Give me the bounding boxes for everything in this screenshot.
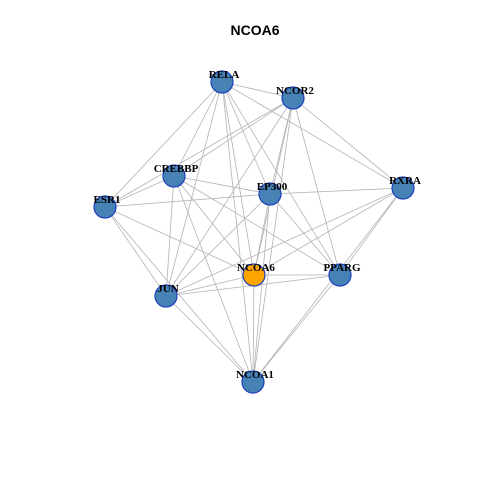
edge-rela-ncoa6 [221, 81, 255, 276]
edge-rela-jun [165, 81, 223, 297]
edge-ep300-jun [165, 193, 271, 297]
edge-ncor2-ncoa1 [252, 97, 294, 383]
node-label-ncoa6: NCOA6 [237, 262, 275, 274]
edge-rela-ncor2 [221, 81, 294, 99]
node-label-crebbp: CREBBP [154, 163, 199, 175]
edge-rela-esr1 [104, 81, 223, 208]
node-ncoa1[interactable] [241, 370, 265, 394]
edge-esr1-jun [104, 206, 167, 297]
edge-crebbp-jun [165, 175, 175, 297]
node-label-ncor2: NCOR2 [276, 85, 314, 97]
node-jun[interactable] [154, 284, 178, 308]
node-pparg[interactable] [328, 263, 352, 287]
edge-ep300-esr1 [104, 193, 271, 208]
edge-crebbp-ncoa1 [173, 175, 254, 383]
edge-crebbp-ep300 [173, 175, 271, 195]
edge-crebbp-esr1 [104, 175, 175, 208]
edge-ncor2-pparg [292, 97, 341, 276]
node-label-pparg: PPARG [323, 262, 361, 274]
node-label-ncoa1: NCOA1 [236, 369, 274, 381]
edge-crebbp-pparg [173, 175, 341, 276]
edge-rxra-ncoa6 [253, 187, 404, 276]
node-label-rela: RELA [209, 69, 240, 81]
edge-rela-crebbp [173, 81, 223, 177]
node-crebbp[interactable] [162, 164, 186, 188]
node-rxra[interactable] [391, 176, 415, 200]
edge-ncor2-rxra [292, 97, 404, 189]
edge-jun-ncoa1 [165, 295, 254, 383]
node-layer [93, 70, 415, 394]
edge-rela-pparg [221, 81, 341, 276]
node-ncor2[interactable] [281, 86, 305, 110]
node-label-ep300: EP300 [257, 181, 288, 193]
edge-rxra-ncoa1 [252, 187, 404, 383]
edge-crebbp-ncoa6 [173, 175, 255, 276]
edge-ncoa6-ncoa1 [252, 274, 255, 383]
node-label-rxra: RXRA [389, 175, 421, 187]
edge-ncor2-crebbp [173, 97, 294, 177]
diagram-title: NCOA6 [230, 22, 279, 38]
edge-ep300-ncoa1 [252, 193, 271, 383]
edge-ep300-pparg [269, 193, 341, 276]
edge-rxra-pparg [339, 187, 404, 276]
node-esr1[interactable] [93, 195, 117, 219]
edge-ep300-rxra [269, 187, 404, 195]
edge-rela-ncoa1 [221, 81, 254, 383]
node-ep300[interactable] [258, 182, 282, 206]
edge-pparg-ncoa1 [252, 274, 341, 383]
node-label-jun: JUN [157, 283, 178, 295]
node-ncoa6[interactable] [242, 263, 266, 287]
node-label-esr1: ESR1 [94, 194, 121, 206]
edge-rela-rxra [221, 81, 404, 189]
edge-esr1-ncoa6 [104, 206, 255, 276]
node-rela[interactable] [210, 70, 234, 94]
edge-ncor2-esr1 [104, 97, 294, 208]
edge-ncoa6-jun [165, 274, 255, 297]
edge-ep300-ncoa6 [253, 193, 271, 276]
edge-rxra-jun [165, 187, 404, 297]
edge-rela-ep300 [221, 81, 271, 195]
